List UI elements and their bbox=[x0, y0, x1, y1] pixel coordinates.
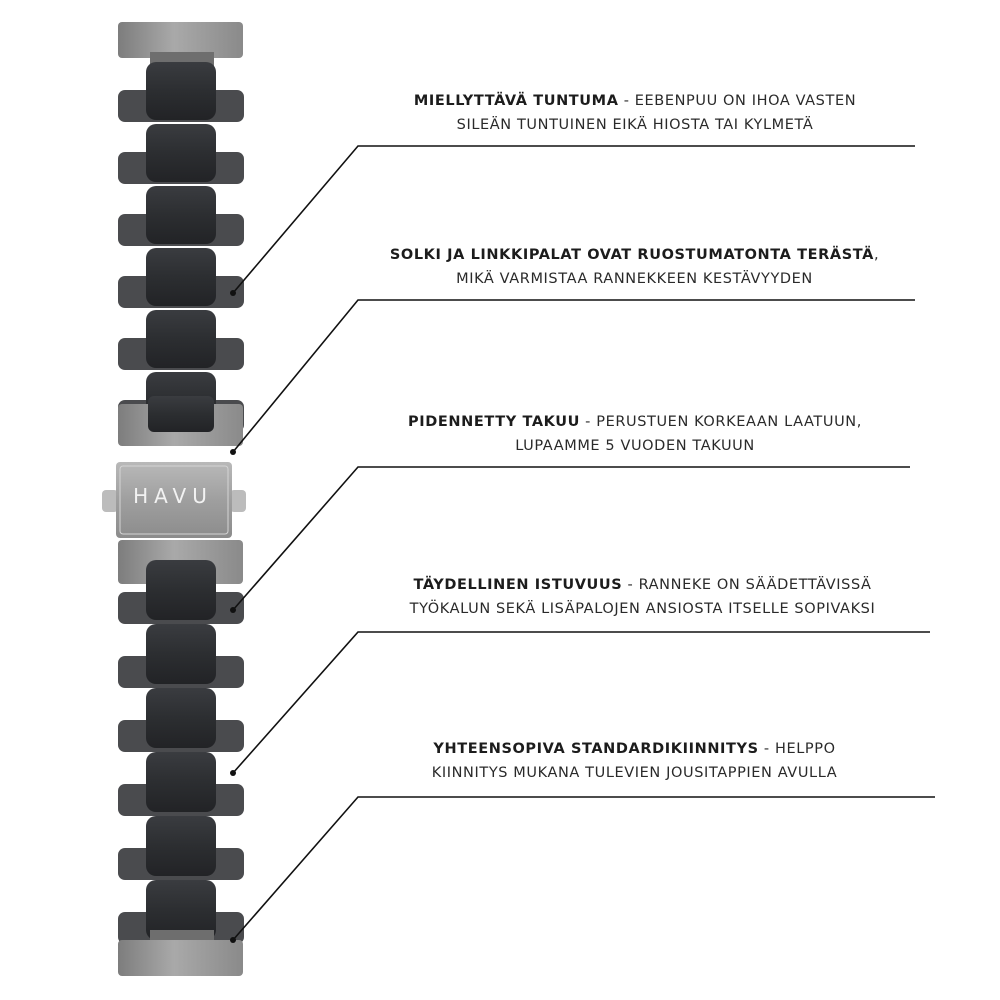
feature-title: TÄYDELLINEN ISTUVUUS bbox=[413, 577, 623, 593]
strap-center-link bbox=[146, 248, 216, 306]
buckle-push-button-left bbox=[102, 490, 118, 512]
strap-center-link bbox=[148, 396, 214, 432]
strap-end-cap-bottom bbox=[118, 940, 243, 976]
feature-text-line2: LUPAAMME 5 VUODEN TAKUUN bbox=[515, 438, 755, 454]
feature-text: - PERUSTUEN KORKEAAN LAATUUN, bbox=[579, 414, 862, 430]
buckle-clasp-edge bbox=[119, 465, 229, 535]
feature-text: , bbox=[873, 247, 880, 263]
feature-title: MIELLYTTÄVÄ TUNTUMA bbox=[413, 93, 619, 109]
buckle-clasp bbox=[116, 462, 232, 538]
feature-text-line2: TYÖKALUN SEKÄ LISÄPALOJEN ANSIOSTA ITSEL… bbox=[409, 601, 876, 617]
feature-title: SOLKI JA LINKKIPALAT OVAT RUOSTUMATONTA … bbox=[389, 247, 874, 263]
strap-center-link bbox=[146, 560, 216, 620]
feature-warranty: PIDENNETTY TAKUU - PERUSTUEN KORKEAAN LA… bbox=[360, 410, 910, 458]
strap-center-link bbox=[146, 752, 216, 812]
feature-comfort: MIELLYTTÄVÄ TUNTUMA - EEBENPUU ON IHOA V… bbox=[370, 89, 900, 137]
strap-end-cap-top bbox=[118, 22, 243, 58]
strap-center-link bbox=[146, 816, 216, 876]
feature-text-line2: SILEÄN TUNTUINEN EIKÄ HIOSTA TAI KYLMETÄ bbox=[456, 117, 814, 133]
strap-center-link bbox=[146, 624, 216, 684]
feature-title: PIDENNETTY TAKUU bbox=[408, 414, 580, 430]
strap-center-link bbox=[146, 688, 216, 748]
feature-text: - HELPPO bbox=[758, 741, 836, 757]
feature-text-line2: KIINNITYS MUKANA TULEVIEN JOUSITAPPIEN A… bbox=[431, 765, 838, 781]
feature-compatibility: YHTEENSOPIVA STANDARDIKIINNITYS - HELPPO… bbox=[362, 737, 907, 785]
strap-center-link bbox=[146, 62, 216, 120]
feature-stainless-steel: SOLKI JA LINKKIPALAT OVAT RUOSTUMATONTA … bbox=[352, 243, 917, 291]
feature-fit: TÄYDELLINEN ISTUVUUS - RANNEKE ON SÄÄDET… bbox=[355, 573, 930, 621]
buckle-brand-logo: HAVU bbox=[133, 484, 213, 508]
feature-text-line2: MIKÄ VARMISTAA RANNEKKEEN KESTÄVYYDEN bbox=[456, 271, 813, 287]
strap-center-link bbox=[146, 186, 216, 244]
feature-title: YHTEENSOPIVA STANDARDIKIINNITYS bbox=[433, 741, 759, 757]
strap-center-link bbox=[146, 880, 216, 940]
buckle-push-button-right bbox=[230, 490, 246, 512]
feature-text: - RANNEKE ON SÄÄDETTÄVISSÄ bbox=[622, 577, 872, 593]
feature-text: - EEBENPUU ON IHOA VASTEN bbox=[618, 93, 857, 109]
strap-center-link bbox=[146, 124, 216, 182]
strap-center-link bbox=[146, 310, 216, 368]
